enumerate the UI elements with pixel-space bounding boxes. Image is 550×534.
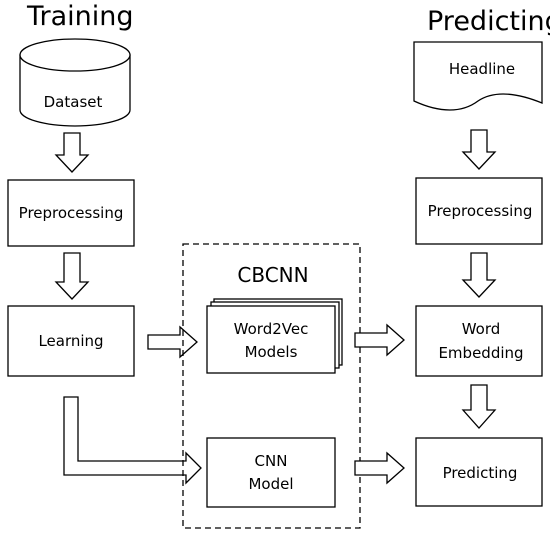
learning-box: Learning [7, 305, 135, 377]
word2vec-models-stack: Word2Vec Models [206, 298, 343, 374]
arrow-down-embedding-predicting [461, 384, 497, 429]
arrow-right-learning-word2vec [147, 325, 198, 359]
arrow-learning-cnn-model [63, 396, 202, 485]
word2vec-label-line1: Word2Vec [234, 320, 309, 338]
training-preprocessing-label: Preprocessing [19, 204, 124, 222]
cnn-label-line2: Model [248, 475, 293, 493]
learning-label: Learning [38, 332, 103, 350]
arrow-down-headline-preprocessing [461, 129, 497, 170]
arrow-down-preprocessing-learning [54, 252, 90, 300]
dataset-label: Dataset [44, 93, 103, 111]
cbcnn-heading: CBCNN [237, 263, 308, 287]
arrow-down-preprocessing-embedding [461, 252, 497, 298]
cnn-label-line1: CNN [255, 452, 288, 470]
headline-label: Headline [449, 60, 515, 78]
training-preprocessing-box: Preprocessing [7, 179, 135, 247]
word-embedding-box: Word Embedding [415, 305, 543, 377]
word2vec-label-line2: Models [245, 343, 298, 361]
predicting-heading: Predicting [427, 6, 550, 37]
headline-document: Headline [413, 41, 543, 111]
predicting-preprocessing-box: Preprocessing [415, 177, 543, 245]
arrow-right-cnn-predicting [354, 451, 405, 485]
predicting-preprocessing-label: Preprocessing [428, 202, 533, 220]
word-embedding-label-line2: Embedding [438, 344, 523, 362]
cnn-model-box: CNN Model [206, 437, 336, 508]
arrow-down-dataset-preprocessing [54, 132, 90, 173]
dataset-cylinder: Dataset [19, 38, 131, 127]
cbcnn-group-frame [182, 243, 361, 529]
predicting-step-box: Predicting [415, 437, 543, 507]
training-heading: Training [26, 1, 134, 32]
predicting-step-label: Predicting [443, 464, 518, 482]
arrow-right-word2vec-embedding [354, 323, 405, 357]
word-embedding-label-line1: Word [462, 320, 501, 338]
